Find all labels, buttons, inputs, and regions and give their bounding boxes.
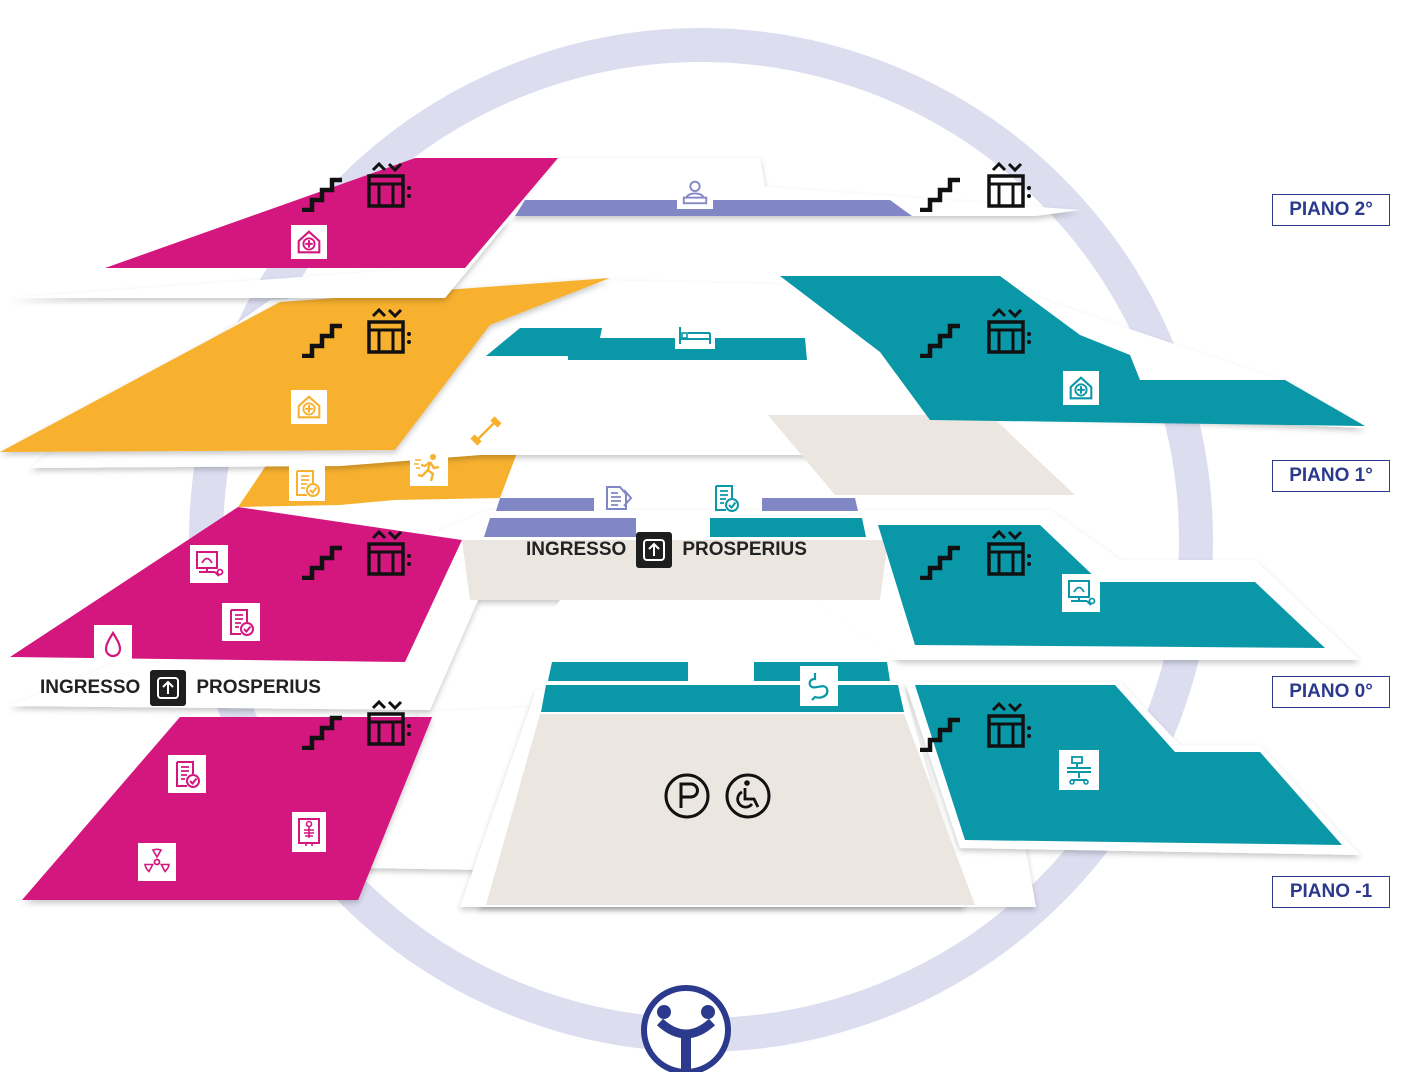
clinic-logo (641, 985, 731, 1072)
entrance-name: PROSPERIUS (196, 677, 321, 698)
floor-button-minus-1[interactable]: PIANO -1 (1272, 876, 1390, 908)
medical-report-icon (715, 485, 739, 512)
hospital-ward-icon[interactable] (1063, 371, 1099, 405)
entrance-name: PROSPERIUS (682, 539, 807, 560)
medical-report-icon[interactable] (168, 755, 206, 793)
parking-icon[interactable] (664, 773, 710, 819)
wheelchair-icon[interactable] (725, 773, 771, 819)
floor-2-plan (8, 158, 1080, 298)
medical-report-icon[interactable] (222, 603, 260, 641)
reception-icon[interactable] (677, 175, 713, 209)
hospital-ward-icon[interactable] (291, 390, 327, 424)
blood-drop-icon[interactable] (94, 625, 132, 663)
operating-table-icon[interactable] (1059, 750, 1099, 790)
medical-report-icon[interactable] (289, 465, 325, 501)
xray-icon[interactable] (292, 812, 326, 852)
entrance-upper[interactable]: INGRESSO PROSPERIUS (526, 532, 807, 568)
ultrasound-icon[interactable] (1062, 574, 1100, 612)
floor-button-1[interactable]: PIANO 1° (1272, 460, 1390, 492)
floor-1-plan (0, 276, 1365, 495)
running-person-icon[interactable] (410, 450, 448, 486)
floor-button-0[interactable]: PIANO 0° (1272, 676, 1390, 708)
entrance-label: INGRESSO (40, 677, 141, 698)
dumbbell-icon[interactable] (467, 413, 505, 449)
stomach-icon[interactable] (800, 666, 838, 706)
ultrasound-icon[interactable] (190, 545, 228, 583)
hospital-bed-icon[interactable] (675, 321, 715, 349)
documents-icon (606, 486, 632, 510)
entrance-arrow-icon (636, 532, 673, 568)
radiation-icon[interactable] (138, 843, 176, 881)
entrance-lower[interactable]: INGRESSO PROSPERIUS (40, 670, 321, 706)
floor-button-2[interactable]: PIANO 2° (1272, 194, 1390, 226)
entrance-label: INGRESSO (526, 539, 627, 560)
entrance-arrow-icon (150, 670, 187, 706)
hospital-ward-icon[interactable] (291, 225, 327, 259)
